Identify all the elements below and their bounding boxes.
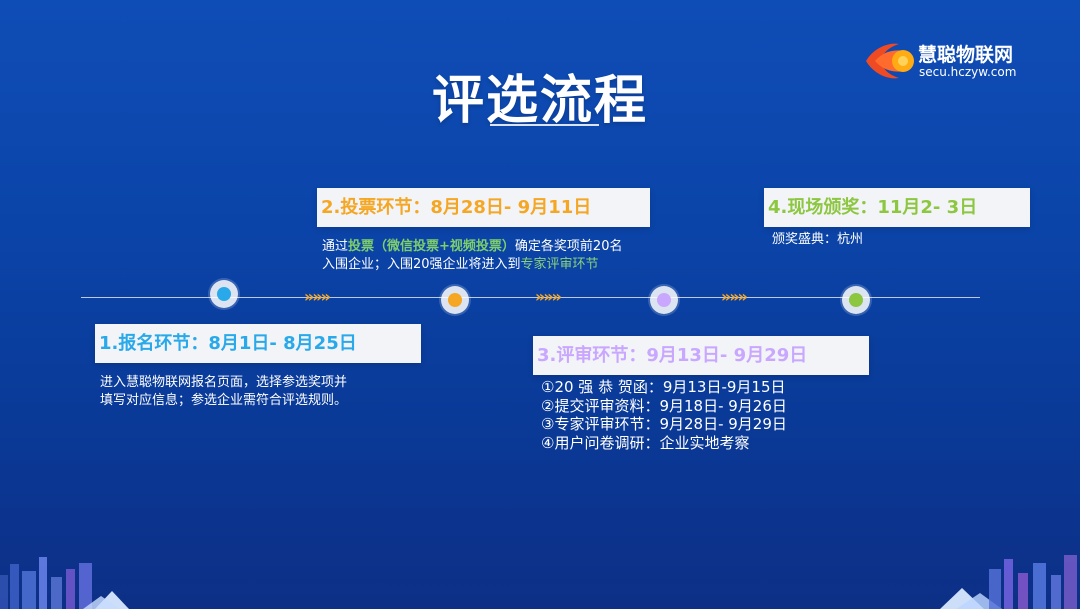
stage-2-description-suffix: 确定各奖项前20名 <box>514 239 623 254</box>
stage-2-description-line-2: 入围企业；入围20强企业将进入到专家评审环节 <box>322 256 622 274</box>
stage-3-list-item-1: ①20 强 恭 贺函：9月13日-9月15日 <box>541 378 786 396</box>
stage-4-label: 4.现场颁奖：11月2- 3日 <box>768 196 978 218</box>
right-city-skyline-decoration <box>940 555 1077 609</box>
stage-4-label-box: 4.现场颁奖：11月2- 3日 <box>764 188 1030 227</box>
logo-chinese-name: 慧聪物联网 <box>918 44 1014 66</box>
stage-3-label: 3.评审环节：9月13日- 9月29日 <box>537 344 808 366</box>
stage-1-label-box: 1.报名环节：8月1日- 8月25日 <box>95 324 421 363</box>
stage-2-description: 通过投票（微信投票+视频投票）确定各奖项前20名 入围企业；入围20强企业将进入… <box>322 238 622 273</box>
brand-logo: 慧聪物联网 secu.hczyw.com <box>865 39 1055 83</box>
title-underline <box>490 124 599 126</box>
timeline-line <box>81 297 980 298</box>
timeline-node-3-core <box>657 293 671 307</box>
stage-3-label-box: 3.评审环节：9月13日- 9月29日 <box>533 336 869 375</box>
stage-2-description-line-1: 通过投票（微信投票+视频投票）确定各奖项前20名 <box>322 238 622 256</box>
stage-2-label-box: 2.投票环节：8月28日- 9月11日 <box>317 188 650 227</box>
stage-1-description-line-1: 进入慧聪物联网报名页面，选择参选奖项并 <box>100 375 348 390</box>
stage-2-description-line-2-prefix: 入围企业；入围20强企业将进入到 <box>322 256 521 272</box>
timeline-arrows-2: »»» <box>535 287 562 306</box>
timeline-arrows-1: »»» <box>304 287 331 306</box>
stage-3-list-item-2: ②提交评审资料：9月18日- 9月26日 <box>541 396 787 415</box>
timeline-node-4-core <box>849 293 863 307</box>
timeline-node-1 <box>210 280 238 308</box>
stage-1-description: 进入慧聪物联网报名页面，选择参选奖项并 填写对应信息；参选企业需符合评选规则。 <box>100 374 347 409</box>
stage-1-description-line-2: 填写对应信息；参选企业需符合评选规则。 <box>100 392 348 408</box>
timeline-node-3 <box>650 286 678 314</box>
stage-3-list-item-3: ③专家评审环节：9月28日- 9月29日 <box>541 415 787 434</box>
stage-2-label: 2.投票环节：8月28日- 9月11日 <box>321 196 592 218</box>
timeline-node-2-core <box>448 293 462 307</box>
stage-2-vote-method-highlight: 投票（微信投票+视频投票） <box>348 239 515 254</box>
timeline-node-2 <box>441 286 469 314</box>
stage-2-expert-review-highlight: 专家评审环节 <box>520 256 599 272</box>
stage-4-description: 颁奖盛典：杭州 <box>772 232 864 247</box>
left-city-skyline-decoration <box>0 557 129 609</box>
logo-url: secu.hczyw.com <box>919 65 1017 79</box>
timeline-node-4 <box>842 286 870 314</box>
timeline-node-1-core <box>217 287 231 301</box>
stage-3-list-item-4: ④用户问卷调研：企业实地考察 <box>541 433 750 452</box>
page-title: 评选流程 <box>431 71 648 131</box>
eye-logo-icon <box>866 43 914 79</box>
stage-1-label: 1.报名环节：8月1日- 8月25日 <box>99 332 357 354</box>
stage-3-list: ①20 强 恭 贺函：9月13日-9月15日 ②提交评审资料：9月18日- 9月… <box>541 378 787 452</box>
timeline-arrows-3: »»» <box>721 287 748 306</box>
stage-2-description-prefix: 通过 <box>322 239 349 254</box>
